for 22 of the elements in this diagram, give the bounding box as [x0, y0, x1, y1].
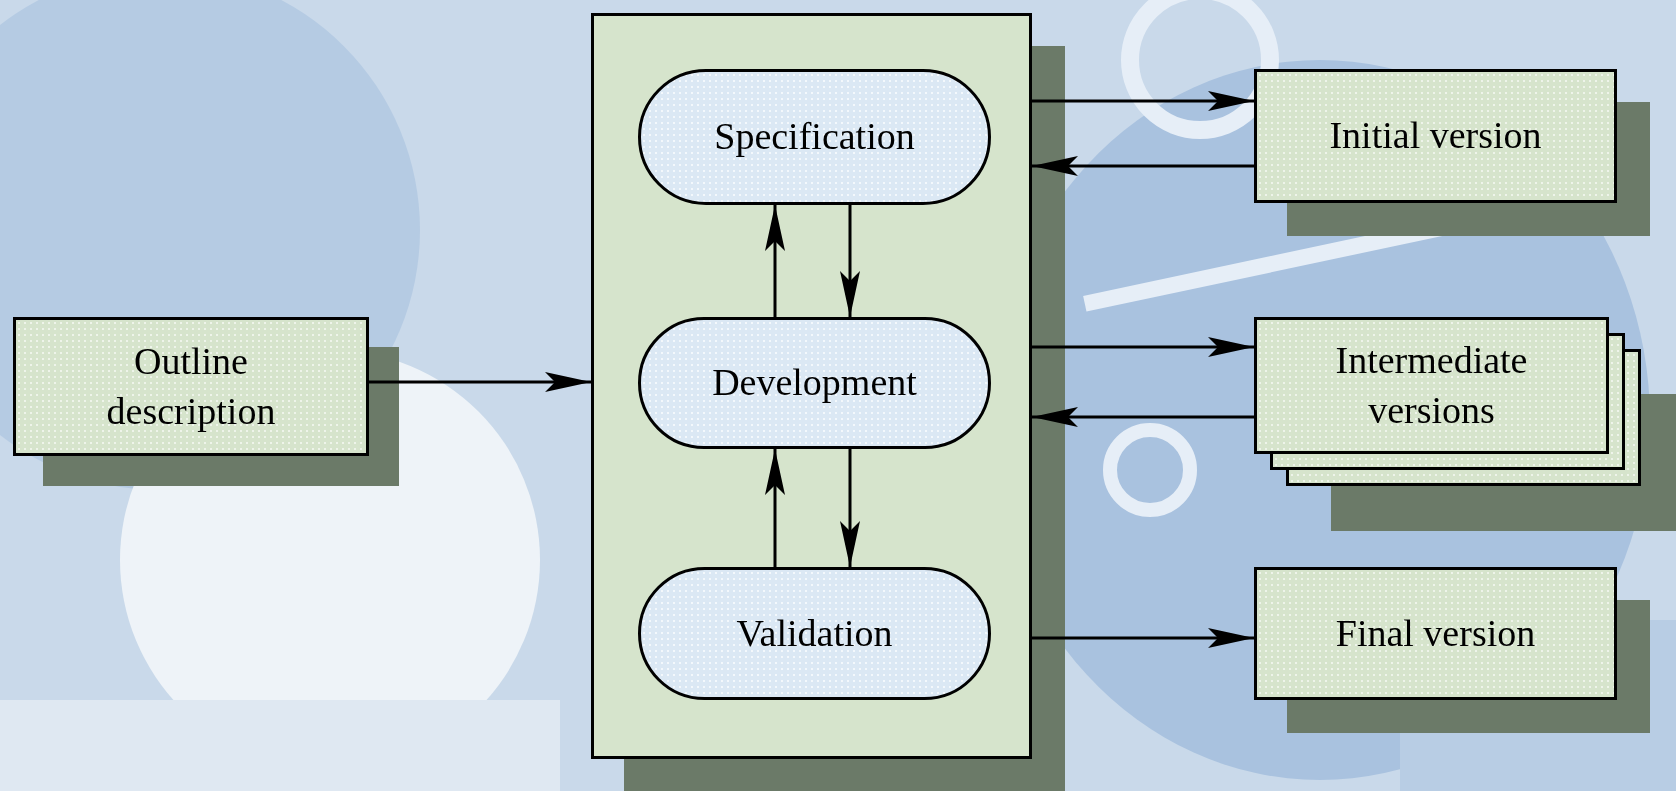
- node-label: Outline description: [105, 339, 277, 434]
- output-box: [1254, 567, 1617, 700]
- arrow: [1032, 337, 1254, 357]
- process-box: [13, 317, 369, 456]
- arrow: [765, 449, 785, 567]
- container-box: [591, 13, 1032, 759]
- arrow: [840, 449, 860, 567]
- arrow: [840, 205, 860, 317]
- arrow: [765, 205, 785, 317]
- node-label: Specification: [714, 114, 915, 160]
- arrow: [1032, 156, 1254, 176]
- node-label: Initial version: [1329, 113, 1542, 159]
- node-label: Validation: [736, 610, 893, 656]
- node-label: Final version: [1335, 610, 1536, 656]
- arrow: [1032, 407, 1254, 427]
- output-box: [1254, 69, 1617, 203]
- node-label: Development: [712, 360, 917, 406]
- node-label: Intermediate versions: [1334, 338, 1529, 433]
- arrow: [369, 372, 591, 392]
- output-box: [1254, 317, 1609, 454]
- arrow: [1032, 628, 1254, 648]
- arrow: [1032, 91, 1254, 111]
